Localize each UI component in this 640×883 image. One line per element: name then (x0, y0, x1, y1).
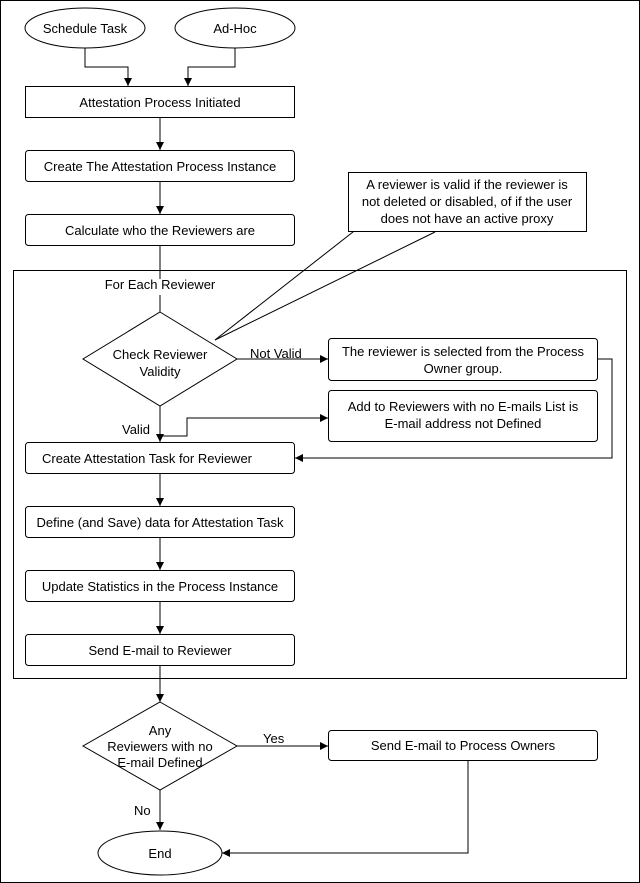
process-box (25, 634, 295, 666)
ad-hoc-label: Ad-Hoc (213, 21, 257, 36)
not-valid-label: Not Valid (250, 346, 302, 361)
node-define-save-data: Define (and Save) data for Attestation T… (25, 506, 295, 538)
for-each-reviewer-loop-frame (13, 270, 627, 679)
process-box (25, 506, 295, 538)
node-end: End (97, 830, 223, 876)
schedule-task-label: Schedule Task (43, 21, 128, 36)
calculate-reviewers-label: Calculate who the Reviewers are (65, 223, 255, 238)
any-reviewers-line-2: Reviewers with no (107, 739, 213, 754)
node-reviewer-from-owner-group: The reviewer is selected from the Proces… (328, 338, 598, 381)
node-check-reviewer-validity: Check Reviewer Validity (82, 311, 238, 407)
node-create-attestation-task: Create Attestation Task for Reviewer (25, 442, 295, 474)
node-attestation-initiated: Attestation Process Initiated (25, 86, 295, 118)
node-calculate-reviewers: Calculate who the Reviewers are (25, 214, 295, 246)
decision-diamond (81, 701, 239, 791)
update-statistics-label: Update Statistics in the Process Instanc… (42, 579, 278, 594)
create-task-label: Create Attestation Task for Reviewer (42, 451, 253, 466)
any-reviewers-line-1: Any (149, 723, 172, 738)
owner-group-line-1: The reviewer is selected from the Proces… (342, 344, 585, 359)
check-validity-line-1: Check Reviewer (113, 347, 208, 362)
process-box (328, 338, 598, 381)
send-email-reviewer-label: Send E-mail to Reviewer (88, 643, 232, 658)
start-ellipse (24, 7, 146, 49)
node-any-reviewers-no-email: Any Reviewers with no E-mail Defined (81, 701, 239, 791)
yes-label: Yes (263, 731, 285, 746)
no-label: No (134, 803, 151, 818)
no-email-list-line-1: Add to Reviewers with no E-mails List is (348, 399, 579, 414)
edge-adhoc-to-initiated (184, 48, 236, 86)
create-instance-label: Create The Attestation Process Instance (44, 159, 276, 174)
node-schedule-task: Schedule Task (24, 7, 146, 49)
valid-label: Valid (122, 422, 150, 437)
process-box (328, 730, 598, 761)
no-email-list-line-2: E-mail address not Defined (385, 416, 542, 431)
edge-send-owners-to-end (222, 760, 469, 857)
send-email-owners-label: Send E-mail to Process Owners (371, 738, 556, 753)
owner-group-line-2: Owner group. (424, 361, 503, 376)
node-create-instance: Create The Attestation Process Instance (25, 150, 295, 182)
end-label: End (148, 846, 171, 861)
process-box (25, 214, 295, 246)
for-each-reviewer-label: For Each Reviewer (105, 277, 216, 292)
edges (84, 48, 613, 857)
edge-schedule-to-initiated (84, 48, 132, 86)
process-box (25, 86, 295, 118)
note-connector-2 (214, 231, 436, 341)
node-update-statistics: Update Statistics in the Process Instanc… (25, 570, 295, 602)
note-line-3: does not have an active proxy (381, 211, 554, 226)
process-box (328, 390, 598, 442)
any-reviewers-line-3: E-mail Defined (117, 755, 202, 770)
process-box (25, 150, 295, 182)
note-line-1: A reviewer is valid if the reviewer is (366, 177, 568, 192)
decision-diamond (82, 311, 238, 407)
node-add-no-email-list: Add to Reviewers with no E-mails List is… (328, 390, 598, 442)
edge-owner-back-to-create-task (295, 358, 613, 462)
validity-note: A reviewer is valid if the reviewer is n… (348, 172, 587, 232)
process-box (25, 442, 295, 474)
start-ellipse (174, 7, 296, 49)
edge-valid-to-no-email-list (160, 414, 328, 437)
note-line-2: not deleted or disabled, of if the user (362, 194, 573, 209)
process-box (25, 570, 295, 602)
attestation-initiated-label: Attestation Process Initiated (79, 95, 240, 110)
node-send-email-reviewer: Send E-mail to Reviewer (25, 634, 295, 666)
node-ad-hoc: Ad-Hoc (174, 7, 296, 49)
check-validity-line-2: Validity (140, 364, 181, 379)
node-send-email-owners: Send E-mail to Process Owners (328, 730, 598, 761)
end-ellipse (97, 830, 223, 876)
define-save-label: Define (and Save) data for Attestation T… (37, 515, 284, 530)
note-box (348, 172, 587, 232)
